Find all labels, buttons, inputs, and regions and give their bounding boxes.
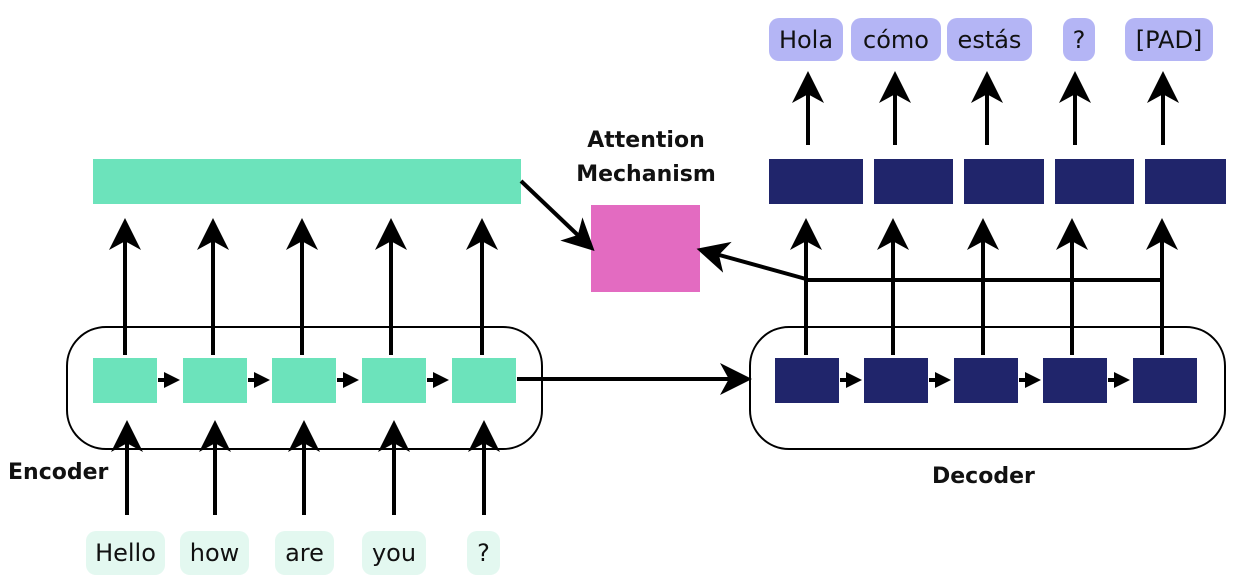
input-token: Hello	[86, 531, 165, 575]
decoder-output-state	[874, 159, 953, 204]
encoder-hidden-state	[272, 358, 336, 403]
encoder-label: Encoder	[8, 460, 109, 485]
output-token: estás	[947, 18, 1032, 61]
decoder-output-state	[769, 159, 863, 204]
decoder-hidden-state	[1043, 358, 1107, 403]
output-token: Hola	[769, 18, 843, 61]
decoder-label: Decoder	[932, 464, 1035, 489]
encoder-context-vector	[93, 159, 521, 204]
decoder-hidden-state	[775, 358, 839, 403]
decoder-hidden-state	[954, 358, 1018, 403]
encoder-hidden-state	[183, 358, 247, 403]
input-token: how	[180, 531, 249, 575]
input-token: you	[362, 531, 426, 575]
input-token: are	[275, 531, 334, 575]
attention-label-line1: Attention	[587, 128, 705, 153]
decoder-output-state	[1145, 159, 1226, 204]
output-token: ?	[1063, 18, 1095, 61]
output-token: cómo	[851, 18, 941, 61]
attention-mechanism-label: Attention Mechanism	[560, 124, 732, 192]
decoder-hidden-state	[864, 358, 928, 403]
output-token: [PAD]	[1125, 18, 1213, 61]
attention-mechanism-box	[591, 205, 700, 292]
encoder-hidden-state	[452, 358, 516, 403]
encoder-hidden-state	[93, 358, 157, 403]
decoder-hidden-state	[1133, 358, 1197, 403]
attention-label-line2: Mechanism	[576, 162, 716, 187]
encoder-hidden-state	[362, 358, 426, 403]
decoder-output-state	[964, 159, 1044, 204]
decoder-output-state	[1055, 159, 1134, 204]
input-token: ?	[467, 531, 500, 575]
